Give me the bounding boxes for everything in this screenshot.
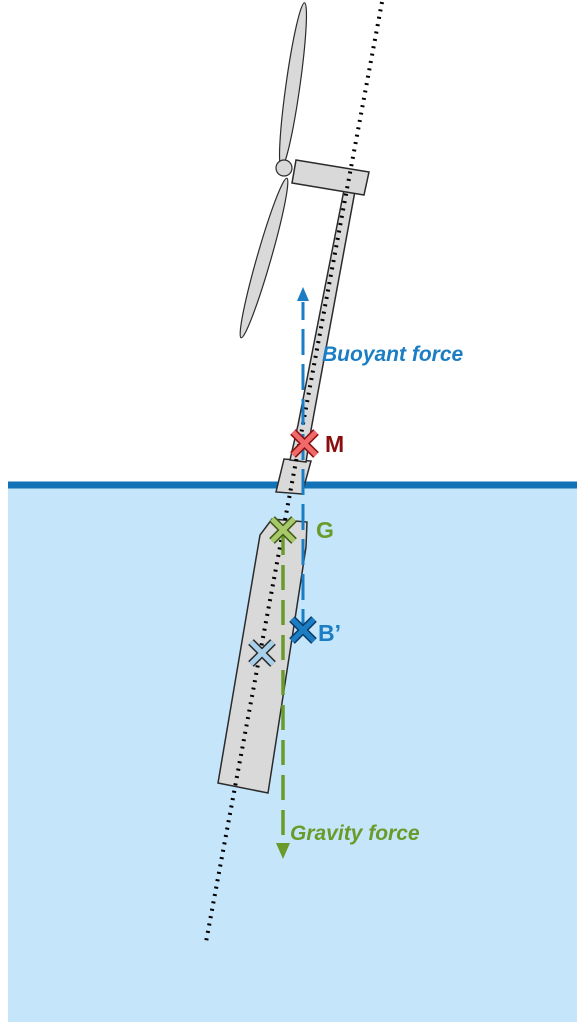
center-of-buoyancy-label: B’	[318, 620, 341, 646]
rotor-blade-lower	[239, 177, 289, 339]
gravity-force-label: Gravity force	[290, 822, 420, 845]
wind-turbine-rotor-icon	[239, 2, 308, 339]
buoyant-force-label: Buoyant force	[322, 343, 464, 366]
cross-marker-icon	[269, 516, 297, 544]
cross-marker-icon	[290, 429, 319, 458]
rotor-blade-upper	[278, 2, 308, 168]
marker-gravity	[270, 517, 296, 543]
rotor-hub	[275, 159, 293, 177]
metacenter-label: M	[325, 431, 344, 457]
marker-buoyancy	[290, 617, 316, 643]
cross-marker-icon	[248, 639, 276, 667]
gravity-force-arrow	[276, 530, 290, 859]
tower	[289, 189, 356, 463]
buoyant-force-arrow	[297, 287, 309, 635]
cross-marker-icon	[289, 616, 317, 644]
marker-metacenter	[291, 430, 318, 457]
arrowhead-icon	[297, 287, 309, 301]
arrowhead-icon	[276, 843, 290, 859]
nacelle	[291, 159, 370, 196]
tilted-axis-line	[204, 1, 384, 943]
center-of-gravity-label: G	[316, 517, 334, 543]
marker-original-buoyancy-fill	[249, 640, 275, 666]
